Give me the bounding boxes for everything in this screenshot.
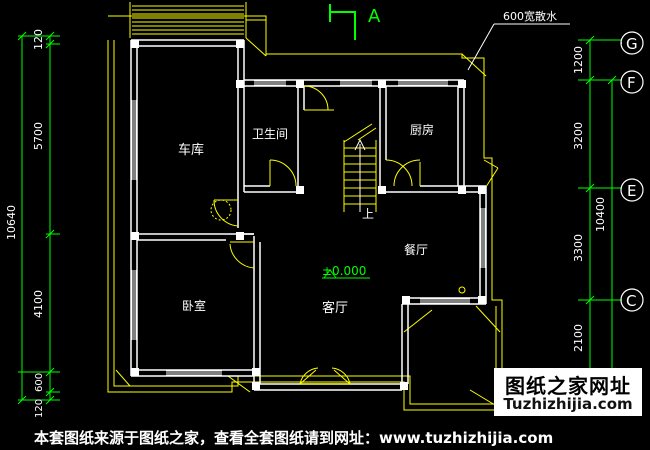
room-label-garage: 车库 xyxy=(178,142,204,158)
section-label: A xyxy=(368,6,381,27)
axis-bubbles xyxy=(620,31,644,312)
room-label-bathroom: 卫生间 xyxy=(252,127,288,141)
left-dim-2: 5700 xyxy=(32,122,45,150)
axis-label-f: F xyxy=(627,74,636,92)
columns xyxy=(131,40,486,390)
room-label-kitchen: 厨房 xyxy=(410,122,434,137)
watermark-logo-url: Tuzhizhijia.com xyxy=(503,395,633,413)
watermark-logo: 图纸之家网址 Tuzhizhijia.com xyxy=(494,368,642,416)
room-label-bedroom: 卧室 xyxy=(182,298,206,313)
elevation-label: ±0.000 xyxy=(322,264,366,278)
apron-outline xyxy=(107,2,503,411)
left-dim-4: 600 xyxy=(34,373,45,392)
left-dim-5: 120 xyxy=(34,399,45,418)
right-dim-2: 3200 xyxy=(572,122,585,150)
left-dim-total: 10640 xyxy=(5,205,18,240)
room-label-dining: 餐厅 xyxy=(404,242,428,257)
walls xyxy=(130,39,487,391)
right-dim-1: 1200 xyxy=(572,46,585,74)
right-dim-total: 10400 xyxy=(594,197,607,232)
garage-roof-tiles xyxy=(132,5,244,35)
left-dim-3: 4100 xyxy=(32,290,45,318)
doors xyxy=(213,85,421,385)
watermark-footer: 本套图纸来源于图纸之家，查看全套图纸请到网址：www.tuzhizhijia.c… xyxy=(34,429,554,447)
axis-label-c: C xyxy=(626,292,636,310)
stair-arrow xyxy=(354,138,366,212)
stair-up-label: 上 xyxy=(362,207,374,221)
right-dim-4: 2100 xyxy=(572,324,585,352)
watermark-logo-text: 图纸之家网址 xyxy=(505,374,631,398)
apron-note-leader xyxy=(467,23,570,71)
section-marker xyxy=(329,4,356,40)
left-dim-1: 120 xyxy=(32,29,45,50)
elevation-marker xyxy=(322,269,370,279)
right-dim-3: 3300 xyxy=(572,234,585,262)
dimension-lines xyxy=(17,31,622,405)
apron-note: 600宽散水 xyxy=(503,9,557,23)
axis-label-e: E xyxy=(627,182,636,200)
windows xyxy=(131,80,486,376)
axis-label-g: G xyxy=(626,35,638,53)
room-label-living: 客厅 xyxy=(322,300,348,316)
